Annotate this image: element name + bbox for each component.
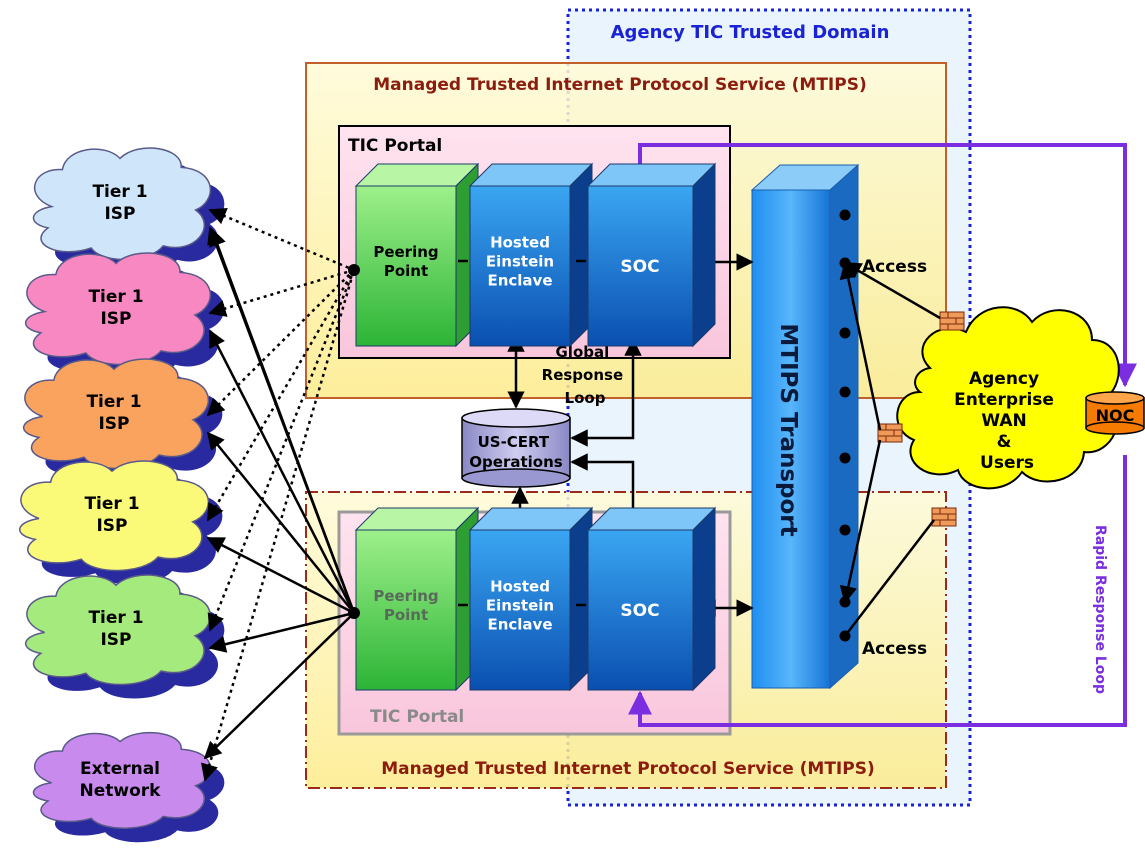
soc-cube: SOC — [586, 162, 717, 348]
domain-title: Agency TIC Trusted Domain — [611, 22, 890, 43]
noc-label: NOC — [1096, 406, 1135, 425]
rapid-response-label: Rapid Response Loop — [1092, 525, 1108, 694]
transport-port — [839, 386, 851, 398]
access-label-bottom: Access — [862, 639, 927, 659]
mtips-title-top: Managed Trusted Internet Protocol Servic… — [373, 75, 866, 95]
mtips-transport-label: MTIPS Transport — [775, 323, 801, 536]
soc-cube: SOC — [586, 506, 717, 692]
isp-link-solid — [206, 536, 355, 615]
transport-port — [839, 209, 851, 221]
isp-links — [201, 207, 356, 782]
component-label: SOC — [620, 601, 659, 621]
us-cert-label: US-CERT Operations — [469, 433, 562, 471]
peering-hub-top — [348, 264, 360, 276]
firewall-icon — [939, 311, 965, 331]
isp-link-solid — [203, 612, 355, 760]
access-label-top: Access — [862, 257, 927, 277]
us-cert-operations: US-CERT Operations — [461, 408, 571, 488]
agency-label: Agency Enterprise WAN & Users — [954, 369, 1060, 473]
firewalls — [877, 311, 965, 527]
tic-portal-top-title: TIC Portal — [348, 136, 442, 156]
agency-enterprise-cloud: Agency Enterprise WAN & Users — [896, 306, 1120, 490]
transport-port — [839, 452, 851, 464]
isp-link-solid — [208, 329, 356, 614]
isp-link-solid — [209, 228, 356, 614]
firewall-icon — [877, 423, 903, 443]
isp-link-dotted — [207, 269, 356, 632]
mtips-title-bottom: Managed Trusted Internet Protocol Servic… — [381, 759, 874, 779]
transport-port — [839, 327, 851, 339]
transport-port — [839, 524, 851, 536]
isp-link-solid — [208, 611, 355, 653]
isp-link-dotted — [201, 269, 356, 782]
isp-link-dotted — [208, 207, 355, 272]
tic-portal-bottom-title: TIC Portal — [370, 707, 464, 727]
component-label: SOC — [620, 257, 659, 277]
noc-cylinder: NOC — [1085, 391, 1145, 435]
mtips-transport-bar: MTIPS Transport — [750, 163, 860, 690]
access-connections — [839, 261, 941, 637]
peering-hub-bottom — [348, 607, 360, 619]
firewall-icon — [931, 507, 957, 527]
